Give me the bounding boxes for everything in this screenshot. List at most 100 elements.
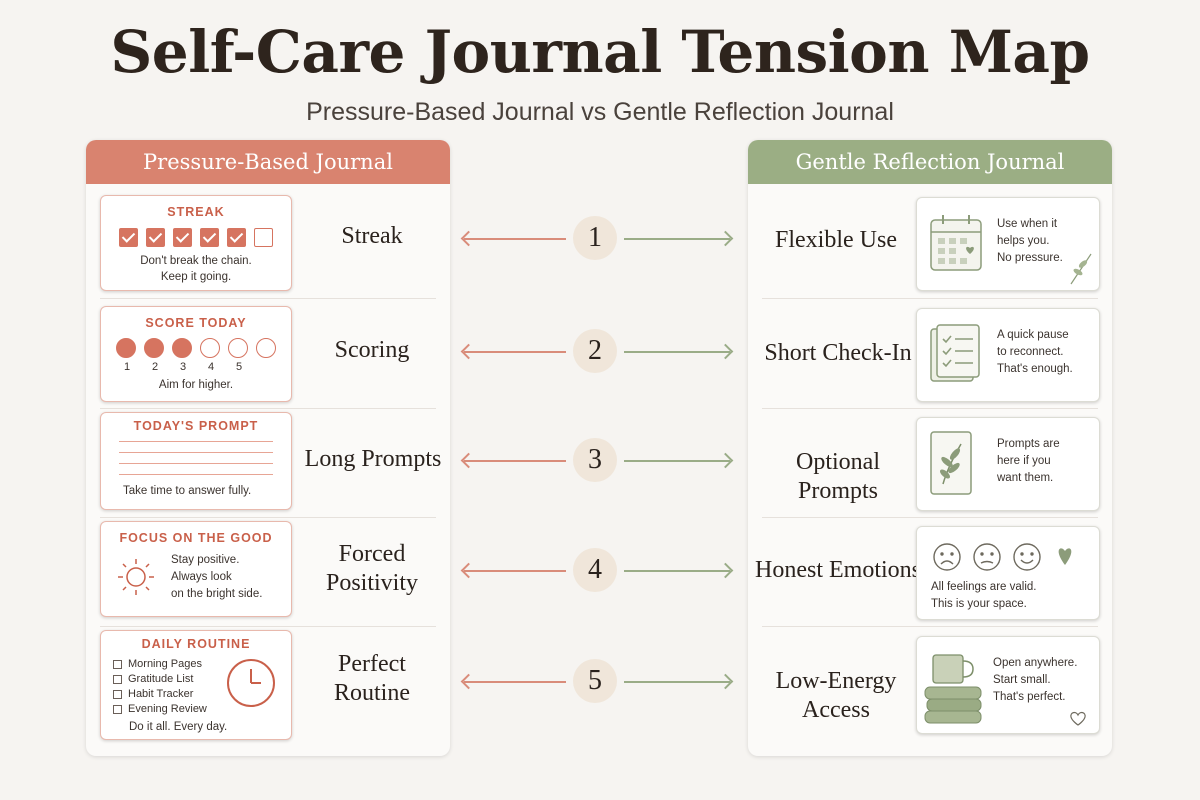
- gentle-panel-header: Gentle Reflection Journal: [748, 140, 1112, 184]
- connector-number: 1: [573, 216, 617, 260]
- check-in-card: A quick pause to reconnect. That's enoug…: [916, 308, 1100, 402]
- row-label-optional-prompts: Optional Prompts: [796, 449, 880, 504]
- row-label-flexible-use: Flexible Use: [775, 227, 897, 253]
- row-divider: [762, 517, 1098, 518]
- check-icon: [227, 228, 246, 247]
- connector-number: 3: [573, 438, 617, 482]
- check-icon: [119, 228, 138, 247]
- flexible-text-3: No pressure.: [997, 252, 1063, 264]
- optional-text-1: Prompts are: [997, 438, 1060, 450]
- positivity-text-1: Stay positive.: [171, 554, 240, 566]
- empty-dot-icon: [228, 338, 248, 358]
- prompt-lines: [119, 441, 273, 475]
- routine-item: Morning Pages: [113, 657, 207, 672]
- streak-card-title: STREAK: [167, 205, 225, 219]
- arrow-left: [464, 351, 566, 353]
- positivity-card: FOCUS ON THE GOOD Stay positive. Always …: [100, 521, 292, 617]
- routine-item-label: Evening Review: [128, 703, 207, 715]
- score-text: Aim for higher.: [158, 379, 234, 391]
- row-divider: [100, 517, 436, 518]
- row-label-scoring: Scoring: [334, 337, 410, 363]
- routine-list: Morning Pages Gratitude List Habit Track…: [113, 657, 207, 717]
- check-in-text-1: A quick pause: [997, 329, 1069, 341]
- filled-dot-icon: [144, 338, 164, 358]
- arrow-right: [624, 460, 730, 462]
- routine-card-title: DAILY ROUTINE: [141, 637, 251, 651]
- heart-icon: [1070, 711, 1086, 726]
- checklist-icon: [930, 324, 980, 382]
- connector-number: 4: [573, 548, 617, 592]
- check-in-text-3: That's enough.: [997, 363, 1073, 375]
- emotions-card: All feelings are valid. This is your spa…: [916, 526, 1100, 620]
- empty-dot-icon: [200, 338, 220, 358]
- connector-number: 5: [573, 659, 617, 703]
- row-label-streak: Streak: [341, 223, 403, 249]
- calendar-icon: [930, 215, 982, 271]
- checkbox-icon: [113, 705, 122, 714]
- arrow-right: [624, 238, 730, 240]
- row-label-line: Forced: [338, 541, 406, 567]
- streak-text-1: Don't break the chain.: [140, 255, 252, 267]
- check-in-text-2: to reconnect.: [997, 346, 1064, 358]
- row-label-line: Perfect: [338, 651, 406, 677]
- routine-item-label: Morning Pages: [128, 658, 202, 670]
- row-divider: [100, 408, 436, 409]
- row-label-perfect-routine: Perfect Routine: [302, 650, 442, 708]
- optional-prompts-card: Prompts are here if you want them.: [916, 417, 1100, 511]
- checkbox-icon: [113, 660, 122, 669]
- flexible-text-2: helps you.: [997, 235, 1050, 247]
- optional-text-3: want them.: [997, 472, 1054, 484]
- row-divider: [100, 298, 436, 299]
- routine-item: Gratitude List: [113, 672, 207, 687]
- score-dots: [101, 338, 291, 358]
- score-number: 1: [123, 361, 131, 373]
- row-divider: [762, 298, 1098, 299]
- page-title: Self-Care Journal Tension Map: [110, 18, 1090, 86]
- checkbox-icon: [113, 690, 122, 699]
- filled-dot-icon: [116, 338, 136, 358]
- low-energy-text-3: That's perfect.: [993, 691, 1066, 703]
- pressure-journal-panel: Pressure-Based Journal STREAK Don't brea…: [86, 140, 450, 756]
- check-icon: [200, 228, 219, 247]
- streak-text-2: Keep it going.: [160, 271, 232, 283]
- empty-dot-icon: [256, 338, 276, 358]
- score-number: 4: [207, 361, 215, 373]
- prompt-text: Take time to answer fully.: [123, 485, 252, 497]
- empty-check-icon: [254, 228, 273, 247]
- flexible-card: Use when it helps you. No pressure.: [916, 197, 1100, 291]
- routine-text: Do it all. Every day.: [129, 721, 228, 733]
- routine-item: Habit Tracker: [113, 687, 207, 702]
- score-number: 5: [235, 361, 243, 373]
- routine-card: DAILY ROUTINE Morning Pages Gratitude Li…: [100, 630, 292, 740]
- optional-text-2: here if you: [997, 455, 1051, 467]
- sun-icon: [118, 559, 154, 595]
- streak-checkboxes: [101, 228, 291, 247]
- emotions-text-2: This is your space.: [931, 598, 1027, 610]
- clock-icon: [227, 659, 275, 707]
- arrow-left: [464, 460, 566, 462]
- prompt-card-title: TODAY'S PROMPT: [133, 419, 259, 433]
- row-divider: [100, 626, 436, 627]
- checkbox-icon: [113, 675, 122, 684]
- positivity-text-2: Always look: [171, 571, 232, 583]
- streak-card: STREAK Don't break the chain. Keep it go…: [100, 195, 292, 291]
- score-number: 3: [179, 361, 187, 373]
- row-label-forced-positivity: Forced Positivity: [302, 540, 442, 598]
- score-numbers: 1 2 3 4 5: [121, 361, 291, 373]
- arrow-left: [464, 681, 566, 683]
- pressure-panel-header: Pressure-Based Journal: [86, 140, 450, 184]
- emotion-faces-icon: [933, 543, 1072, 571]
- score-card: SCORE TODAY 1 2 3 4 5 Aim for higher.: [100, 306, 292, 402]
- low-energy-card: Open anywhere. Start small. That's perfe…: [916, 636, 1100, 734]
- score-card-title: SCORE TODAY: [145, 316, 247, 330]
- row-divider: [762, 626, 1098, 627]
- low-energy-text-1: Open anywhere.: [993, 657, 1078, 669]
- check-icon: [173, 228, 192, 247]
- row-label-short-check-in: Short Check-In: [764, 340, 912, 366]
- positivity-card-title: FOCUS ON THE GOOD: [119, 531, 273, 545]
- sprig-icon: [1070, 253, 1092, 285]
- low-energy-text-2: Start small.: [993, 674, 1051, 686]
- arrow-right: [624, 570, 730, 572]
- routine-item-label: Habit Tracker: [128, 688, 194, 700]
- emotions-text-1: All feelings are valid.: [931, 581, 1037, 593]
